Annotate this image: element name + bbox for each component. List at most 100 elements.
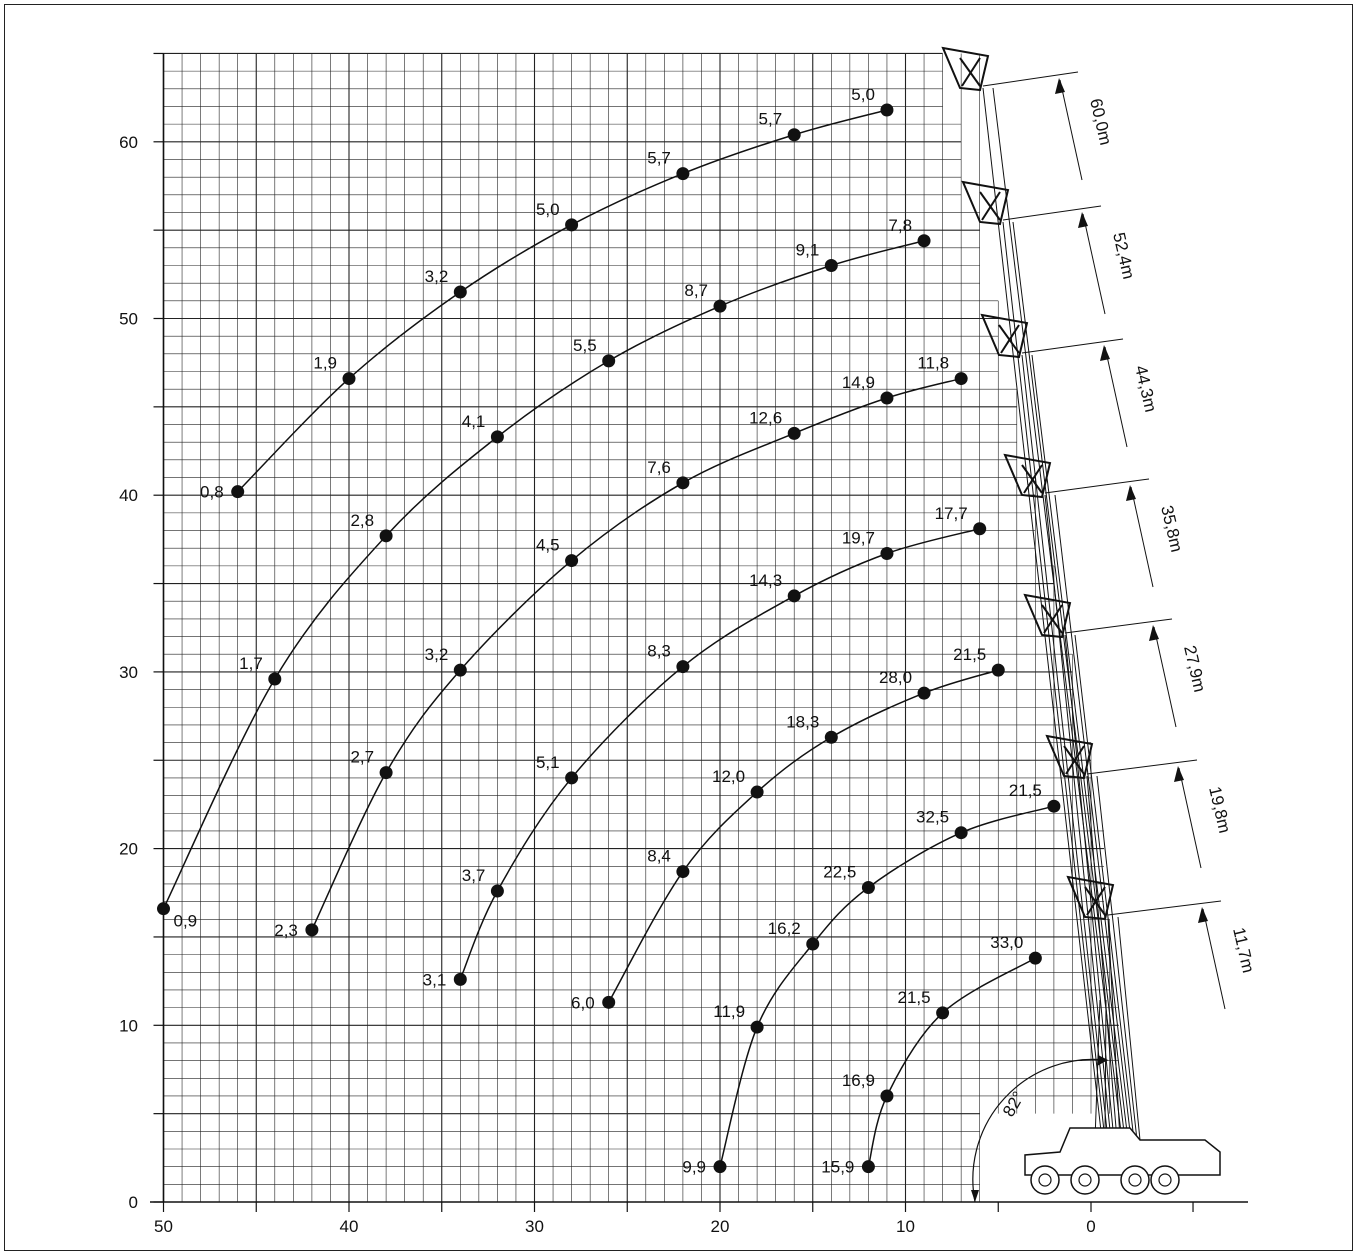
data-point — [305, 923, 319, 937]
data-label: 12,0 — [712, 767, 745, 786]
data-point — [453, 285, 467, 299]
data-point — [824, 730, 838, 744]
jib-brace — [1065, 745, 1085, 775]
boom-line — [1086, 775, 1118, 1141]
jib-frame — [1066, 875, 1115, 921]
data-label: 8,4 — [647, 847, 671, 866]
angle-arc — [972, 1058, 1106, 1203]
data-point — [917, 686, 931, 700]
data-label: 21,5 — [898, 988, 931, 1007]
jib-head — [1066, 875, 1115, 921]
data-point — [676, 660, 690, 674]
angle-arrowhead — [1097, 1055, 1108, 1066]
data-point — [787, 589, 801, 603]
length-marker — [1059, 79, 1083, 181]
boom-line — [1096, 775, 1138, 1141]
jib-head — [1045, 734, 1094, 780]
length-marker — [1178, 767, 1202, 869]
wheel-hub — [1038, 1173, 1052, 1187]
wheel-hub — [1128, 1173, 1142, 1187]
data-point — [861, 880, 875, 894]
data-point — [453, 972, 467, 986]
data-label: 9,9 — [682, 1158, 706, 1177]
data-label: 33,0 — [990, 933, 1023, 952]
axes — [150, 52, 1248, 1212]
jib-brace — [1000, 324, 1020, 354]
data-label: 22,5 — [823, 862, 856, 881]
grid — [162, 52, 1119, 1202]
data-point — [806, 937, 820, 951]
angle-label: 82° — [999, 1088, 1028, 1120]
jib-frame — [941, 46, 990, 92]
data-point — [787, 426, 801, 440]
length-marker — [1153, 626, 1177, 728]
data-label: 16,2 — [768, 919, 801, 938]
data-label: 9,1 — [796, 240, 820, 259]
data-point — [880, 103, 894, 117]
length-marker — [1082, 213, 1106, 315]
data-point — [1047, 799, 1061, 813]
data-point — [917, 234, 931, 248]
jib-head — [961, 180, 1010, 226]
boom-length-label: 44,3m — [1131, 364, 1160, 414]
data-points — [157, 103, 1061, 1174]
length-arrowhead — [1174, 766, 1184, 782]
wheel-hub — [1078, 1173, 1092, 1187]
data-label: 5,0 — [536, 200, 560, 219]
data-label: 6,0 — [571, 993, 595, 1012]
jib-frame — [1003, 453, 1052, 499]
data-point — [880, 547, 894, 561]
y-tick-label: 20 — [119, 840, 138, 859]
data-label: 3,2 — [425, 645, 449, 664]
jib-brace — [1043, 604, 1063, 634]
data-label: 21,5 — [1009, 781, 1042, 800]
y-tick-label: 50 — [119, 310, 138, 329]
y-tick-label: 40 — [119, 486, 138, 505]
data-label: 16,9 — [842, 1071, 875, 1090]
data-labels: 0,81,93,25,05,75,75,00,91,72,84,15,58,79… — [174, 85, 1042, 1177]
x-tick-label: 10 — [896, 1217, 915, 1236]
data-point — [379, 529, 393, 543]
data-label: 7,8 — [888, 216, 912, 235]
data-point — [565, 554, 579, 568]
data-label: 1,7 — [239, 654, 263, 673]
data-label: 4,1 — [462, 412, 486, 431]
data-point — [565, 771, 579, 785]
data-point — [824, 258, 838, 272]
y-tick-label: 0 — [129, 1193, 138, 1212]
data-point — [954, 826, 968, 840]
data-point — [453, 663, 467, 677]
data-point — [880, 391, 894, 405]
jib-brace — [961, 57, 981, 87]
data-point — [490, 430, 504, 444]
data-point — [565, 218, 579, 232]
data-label: 7,6 — [647, 458, 671, 477]
boom-length-label: 11,7m — [1229, 926, 1258, 975]
boom-length-label: 35,8m — [1157, 504, 1186, 554]
jib-brace — [981, 191, 1001, 221]
data-point — [936, 1006, 950, 1020]
data-point — [676, 476, 690, 490]
chart-frame — [4, 4, 1353, 1251]
boom-line — [1107, 916, 1121, 1141]
length-arrowhead — [1149, 625, 1159, 641]
data-point — [713, 1160, 727, 1174]
angle-arrowhead — [971, 1190, 979, 1202]
length-ref-line — [982, 71, 1079, 87]
boom-length-label: 52,4m — [1109, 231, 1138, 281]
length-marker — [1104, 346, 1128, 448]
data-point — [713, 299, 727, 313]
data-label: 14,3 — [749, 571, 782, 590]
data-label: 15,9 — [821, 1158, 854, 1177]
jib-head — [1003, 453, 1052, 499]
x-tick-label: 50 — [154, 1217, 173, 1236]
data-label: 5,1 — [536, 753, 560, 772]
length-arrowhead — [1198, 907, 1208, 923]
jib-brace — [1023, 464, 1043, 494]
length-arrowhead — [1126, 485, 1136, 501]
wheel-hub — [1158, 1173, 1172, 1187]
length-marker — [1130, 486, 1154, 588]
data-point — [973, 522, 987, 536]
